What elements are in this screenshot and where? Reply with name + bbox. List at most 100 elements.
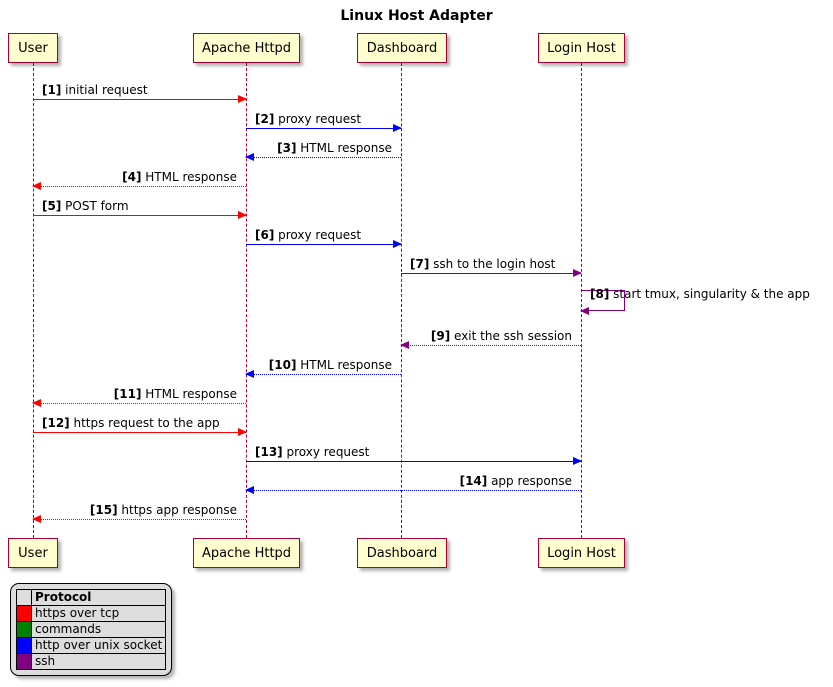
message-text: HTML response bbox=[296, 141, 392, 155]
message-text: ssh to the login host bbox=[429, 257, 556, 271]
self-message-8 bbox=[580, 290, 625, 316]
participant-footer-login-host: Login Host bbox=[538, 538, 625, 568]
message-number: [8] bbox=[590, 287, 610, 301]
message-text: exit the ssh session bbox=[450, 329, 572, 343]
message-label-1: [1] initial request bbox=[42, 83, 148, 97]
arrowhead-5 bbox=[238, 210, 247, 219]
message-line bbox=[33, 99, 246, 100]
message-number: [5] bbox=[42, 199, 62, 213]
message-number: [9] bbox=[430, 329, 451, 343]
message-line bbox=[246, 461, 581, 462]
message-text: start tmux, singularity & the app bbox=[609, 287, 810, 301]
participant-header-user: User bbox=[8, 33, 58, 63]
participant-header-dashboard: Dashboard bbox=[357, 33, 447, 63]
message-text: https app response bbox=[117, 503, 237, 517]
message-line bbox=[33, 519, 246, 520]
message-label-8: [8] start tmux, singularity & the app bbox=[590, 287, 810, 301]
message-text: HTML response bbox=[141, 170, 237, 184]
participant-label: Apache Httpd bbox=[201, 40, 292, 56]
legend-label: ssh bbox=[30, 653, 167, 670]
lifeline-apache-httpd bbox=[246, 63, 247, 538]
legend-row: ssh bbox=[16, 653, 167, 670]
message-text: https request to the app bbox=[69, 416, 220, 430]
legend-header-label: Protocol bbox=[30, 589, 167, 606]
message-number: [11] bbox=[113, 387, 142, 401]
arrowhead-14 bbox=[245, 485, 254, 494]
message-number: [6] bbox=[255, 228, 275, 242]
message-number: [12] bbox=[42, 416, 70, 430]
arrowhead-1 bbox=[238, 94, 247, 103]
participant-header-apache-httpd: Apache Httpd bbox=[193, 33, 300, 63]
participant-header-login-host: Login Host bbox=[538, 33, 625, 63]
swatch-fill bbox=[17, 654, 31, 669]
participant-footer-user: User bbox=[8, 538, 58, 568]
arrowhead-12 bbox=[238, 427, 247, 436]
lifeline-dashboard bbox=[401, 63, 402, 538]
message-text: proxy request bbox=[274, 112, 362, 126]
legend-header-swatch bbox=[16, 589, 32, 606]
message-line bbox=[401, 273, 581, 274]
arrowhead-13 bbox=[573, 456, 582, 465]
message-line bbox=[246, 128, 401, 129]
message-line bbox=[33, 403, 246, 404]
message-label-14: [14] app response bbox=[0, 474, 572, 488]
message-text: initial request bbox=[61, 83, 148, 97]
message-text: app response bbox=[487, 474, 572, 488]
participant-label: Apache Httpd bbox=[201, 545, 292, 561]
legend-row: http over unix socket bbox=[16, 637, 167, 654]
message-line bbox=[401, 345, 581, 346]
message-label-6: [6] proxy request bbox=[255, 228, 361, 242]
lifeline-user bbox=[33, 63, 34, 538]
participant-label: User bbox=[18, 545, 48, 561]
swatch-fill bbox=[17, 606, 31, 621]
message-text: HTML response bbox=[141, 387, 237, 401]
message-line bbox=[33, 186, 246, 187]
message-label-5: [5] POST form bbox=[42, 199, 129, 213]
swatch-fill bbox=[17, 638, 31, 653]
arrowhead-9 bbox=[400, 340, 409, 349]
legend-color-swatch bbox=[16, 653, 32, 670]
participant-footer-dashboard: Dashboard bbox=[357, 538, 447, 568]
arrowhead-2 bbox=[393, 123, 402, 132]
legend-row: commands bbox=[16, 621, 167, 638]
arrowhead-8 bbox=[580, 307, 589, 316]
legend-color-swatch bbox=[16, 621, 32, 638]
swatch-fill bbox=[17, 622, 31, 637]
participant-label: Login Host bbox=[547, 40, 616, 56]
message-text: proxy request bbox=[274, 228, 362, 242]
legend-color-swatch bbox=[16, 637, 32, 654]
message-label-2: [2] proxy request bbox=[255, 112, 361, 126]
message-label-13: [13] proxy request bbox=[255, 445, 369, 459]
arrowhead-3 bbox=[245, 152, 254, 161]
participant-label: Login Host bbox=[547, 545, 616, 561]
message-number: [15] bbox=[89, 503, 118, 517]
lifeline-login-host bbox=[581, 63, 582, 538]
legend-header-row: Protocol bbox=[16, 589, 167, 606]
legend-label: http over unix socket bbox=[30, 637, 167, 654]
message-line bbox=[246, 490, 581, 491]
message-number: [10] bbox=[268, 358, 297, 372]
message-number: [7] bbox=[410, 257, 430, 271]
message-line bbox=[33, 215, 246, 216]
arrowhead-4 bbox=[32, 181, 41, 190]
legend-row: https over tcp bbox=[16, 605, 167, 622]
message-line bbox=[246, 244, 401, 245]
message-text: HTML response bbox=[296, 358, 392, 372]
message-label-12: [12] https request to the app bbox=[42, 416, 220, 430]
arrowhead-10 bbox=[245, 369, 254, 378]
message-line bbox=[33, 432, 246, 433]
arrowhead-11 bbox=[32, 398, 41, 407]
arrowhead-15 bbox=[32, 514, 41, 523]
message-line bbox=[246, 157, 401, 158]
message-label-11: [11] HTML response bbox=[0, 387, 237, 401]
message-text: proxy request bbox=[282, 445, 370, 459]
message-number: [2] bbox=[255, 112, 275, 126]
message-label-10: [10] HTML response bbox=[0, 358, 392, 372]
message-label-15: [15] https app response bbox=[0, 503, 237, 517]
message-number: [13] bbox=[255, 445, 283, 459]
message-label-3: [3] HTML response bbox=[0, 141, 392, 155]
legend-label: https over tcp bbox=[30, 605, 167, 622]
